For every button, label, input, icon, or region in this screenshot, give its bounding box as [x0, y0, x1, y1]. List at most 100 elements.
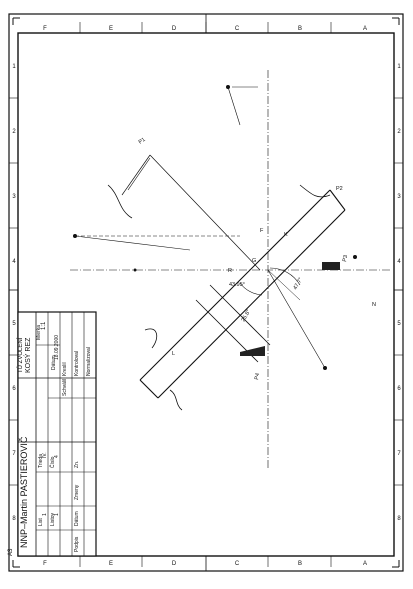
zone-letter-bottom: A — [363, 561, 367, 567]
zone-number-left: 4 — [12, 259, 16, 265]
angle-label: 25.8° — [241, 309, 253, 323]
row-checked: Kontroloval — [74, 351, 80, 376]
label-k: K — [284, 232, 288, 238]
prism-edge — [139, 379, 159, 399]
label-n: N — [372, 302, 376, 308]
zone-number-right: 2 — [397, 129, 401, 135]
class-value: IV. — [42, 452, 48, 458]
zone-number-right: 5 — [397, 321, 401, 327]
sheets-value: 1 — [54, 513, 60, 516]
prism-edge — [329, 189, 346, 211]
point — [226, 85, 230, 89]
label-l: L — [172, 351, 175, 357]
zone-letter-bottom: D — [172, 561, 177, 567]
construction-line — [267, 269, 326, 369]
corner-mark-br — [392, 560, 400, 568]
break-line — [169, 389, 183, 411]
header-cell: Zmeny — [74, 484, 80, 500]
zone-letter-bottom: F — [43, 561, 47, 567]
section-edge — [209, 284, 271, 346]
angle-arc — [269, 267, 301, 286]
annotations: P1 P2 P3 P4 43.95° 47.7° 25.8° L K F G R… — [138, 137, 376, 380]
break-line — [299, 184, 331, 198]
zone-number-right: 7 — [397, 451, 401, 457]
scale-value: 1:1 — [41, 321, 47, 330]
row-drew: Kreslil — [62, 362, 68, 376]
sheet-label: List — [38, 518, 44, 526]
zone-number-right: 4 — [397, 259, 401, 265]
zone-number-right: 6 — [397, 386, 401, 392]
zone-letter-top: D — [172, 26, 177, 32]
zone-letter-bottom: B — [298, 561, 302, 567]
construction-line — [74, 235, 191, 251]
zone-letter-top: F — [43, 26, 47, 32]
zone-number-left: 2 — [12, 129, 16, 135]
construction-line — [127, 157, 151, 191]
format-mark: A3 — [8, 548, 14, 556]
angle-label: 47.7° — [293, 277, 305, 291]
zone-number-left: 3 — [12, 194, 16, 200]
angle-arc — [239, 282, 263, 296]
zone-letter-top: C — [235, 26, 240, 32]
prism-edge — [139, 189, 331, 381]
angle-label: 43.95° — [229, 282, 245, 288]
sheet-value: 1 — [42, 513, 48, 516]
point — [133, 268, 137, 272]
label-f: F — [260, 228, 264, 234]
break-line — [144, 328, 158, 349]
zone-number-left: 1 — [12, 64, 16, 70]
row-norm: Normalizoval — [86, 347, 92, 376]
zone-letter-top: A — [363, 26, 367, 32]
drawing-title: KOSÝ REZ — [23, 337, 32, 373]
zone-letter-top: B — [298, 26, 302, 32]
zone-number-right: 3 — [397, 194, 401, 200]
zone-letter-bottom: E — [109, 561, 113, 567]
label-r: R — [228, 268, 232, 274]
zone-number-left: 8 — [12, 516, 16, 522]
label-p2: P2 — [336, 186, 343, 192]
zone-number-left: 6 — [12, 386, 16, 392]
construction-line — [149, 154, 261, 271]
header-cell: Podpis — [74, 536, 80, 552]
sheets-label: Listov — [50, 512, 56, 526]
number-label: Číslo — [49, 456, 56, 468]
construction-line — [121, 154, 151, 196]
corner-mark-bl — [12, 560, 20, 568]
corner-mark-tr — [392, 17, 400, 25]
point — [353, 255, 357, 259]
label-p3: P3 — [342, 255, 349, 263]
zone-letter-bottom: C — [235, 561, 240, 567]
header-cell: Zn. — [74, 461, 80, 468]
label-g: G — [252, 258, 256, 264]
label-p4: P4 — [254, 373, 261, 381]
construction-line — [267, 269, 301, 301]
zone-number-left: 7 — [12, 451, 16, 457]
zone-number-right: 1 — [397, 64, 401, 70]
number-value: 4 — [54, 455, 60, 458]
row-approved: Schválil — [62, 379, 68, 396]
drawing-subtitle: TÚ ZVOLENÍ — [17, 337, 24, 373]
break-line — [107, 184, 133, 219]
header-cell: Dátum — [74, 511, 80, 526]
zone-number-right: 8 — [397, 516, 401, 522]
construction-line — [227, 86, 241, 126]
point — [73, 234, 77, 238]
date-label: Dátum — [51, 355, 57, 370]
zone-ticks — [9, 22, 403, 567]
prism-edge — [157, 209, 346, 399]
zone-letter-top: E — [109, 26, 113, 32]
zone-number-left: 5 — [12, 321, 16, 327]
zone-numbers: 1 2 3 4 5 6 7 8 1 2 3 4 5 6 7 8 — [12, 64, 401, 522]
label-p1: P1 — [138, 137, 147, 146]
date-value: 18.09.2000 — [54, 335, 60, 360]
title-block: NNP–Martin PASTIEROVIČ KOSÝ REZ TÚ ZVOLE… — [17, 311, 97, 557]
corner-mark-tl — [12, 17, 20, 25]
zone-letters: F E D C B A F E D C B A — [43, 26, 367, 567]
school-name: NNP–Martin PASTIEROVIČ — [19, 436, 29, 548]
point — [323, 366, 327, 370]
class-label: Trieda — [38, 454, 44, 468]
scale-label: Mierka — [36, 325, 42, 340]
title-block-frame — [17, 311, 97, 557]
